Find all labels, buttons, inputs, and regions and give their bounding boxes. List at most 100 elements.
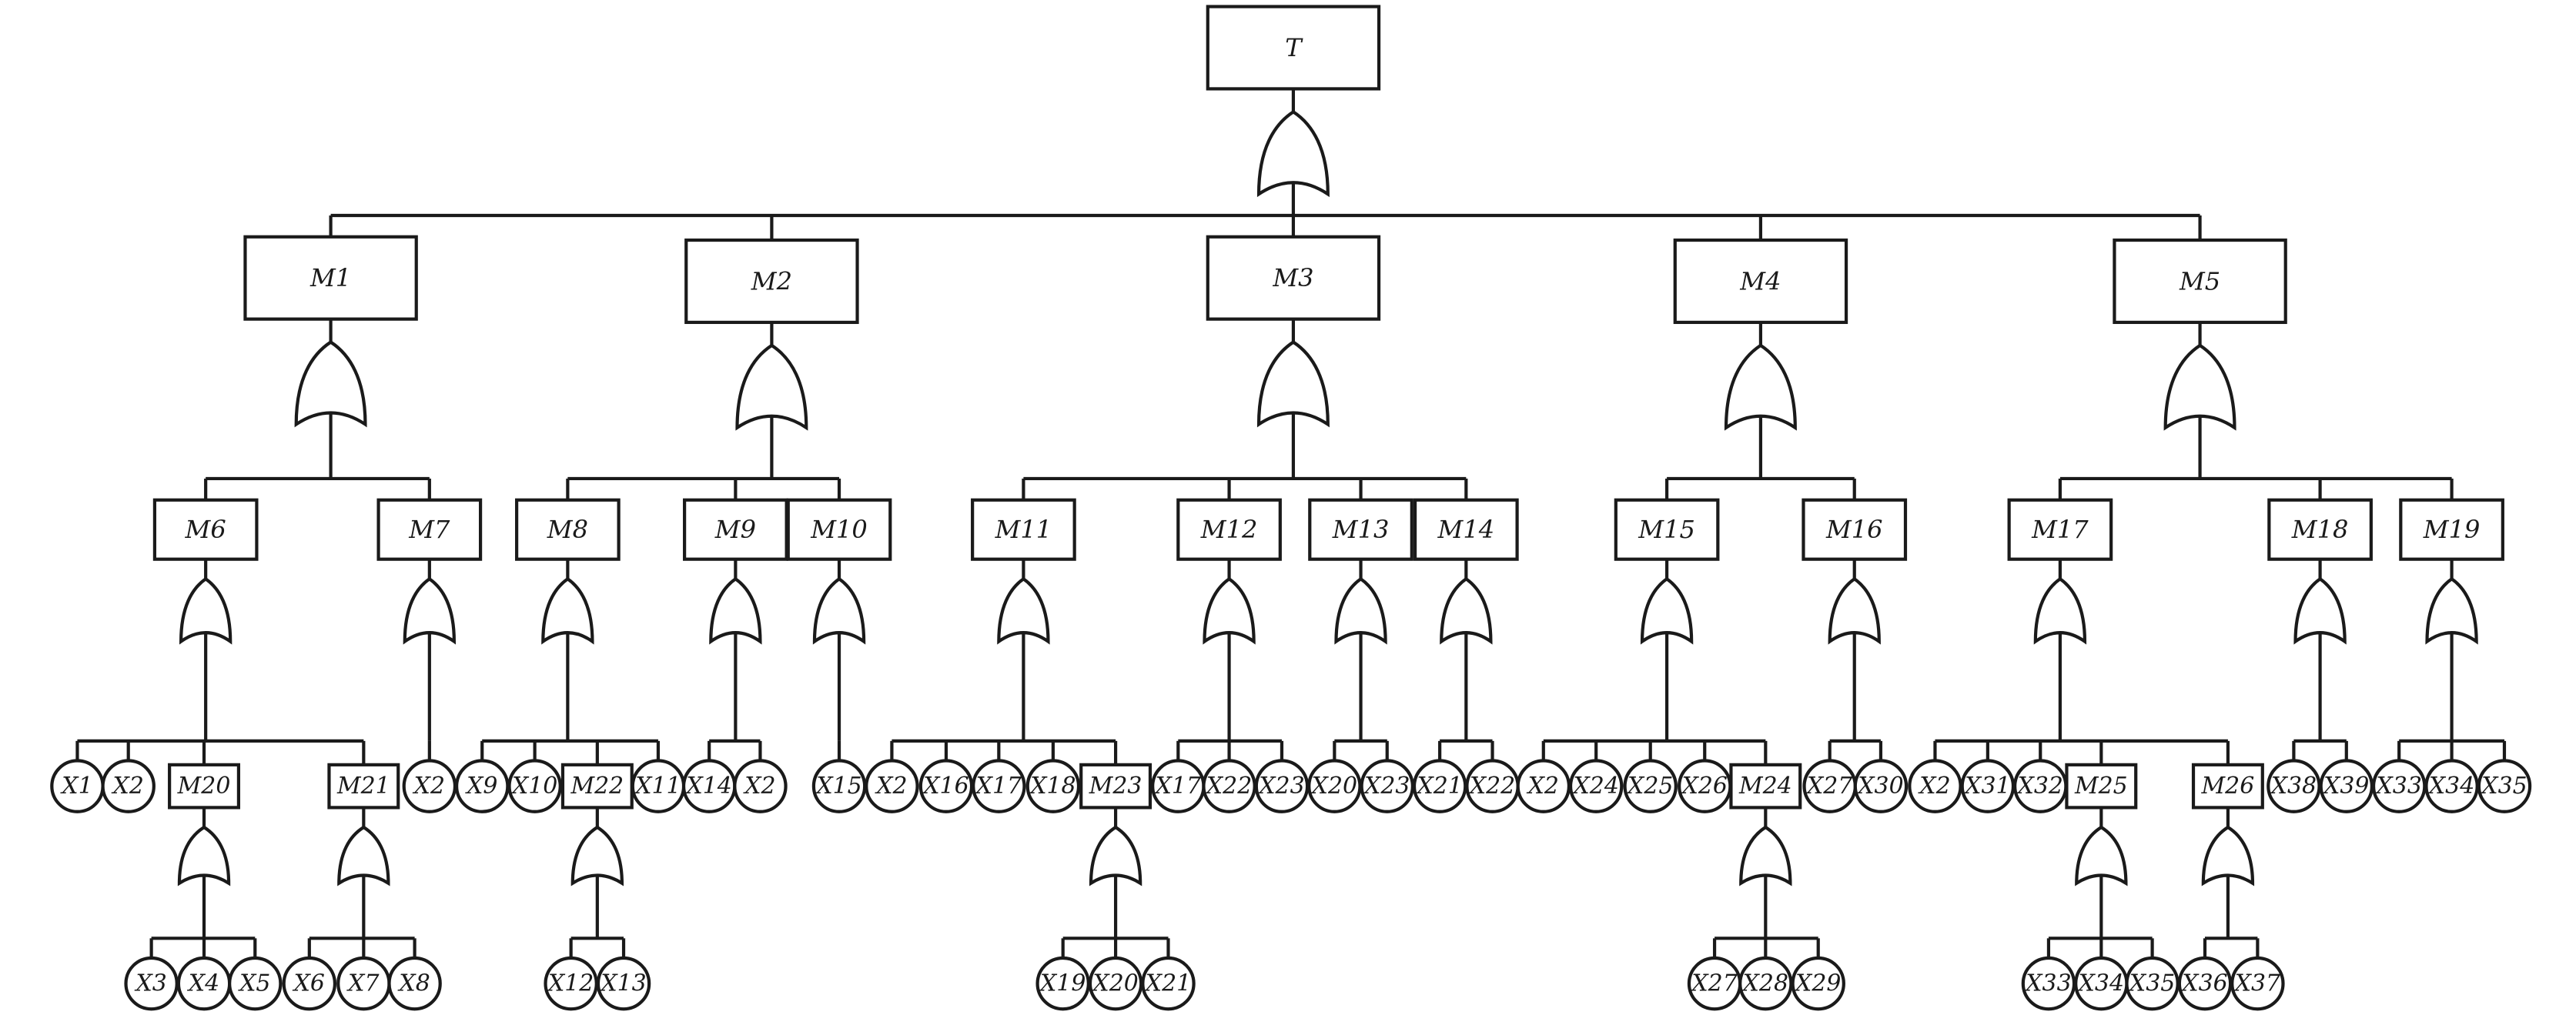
or-gate-icon — [2075, 825, 2128, 886]
basic-event-label-x20-m23: X20 — [1091, 970, 1138, 997]
event-label-m16: M16 — [1825, 515, 1883, 544]
basic-event-label-x10-m8: X10 — [510, 773, 557, 800]
basic-event-x32-m17 — [2013, 759, 2068, 813]
basic-event-label-x23-m12: X23 — [1257, 773, 1304, 800]
basic-event-x30-m16 — [1853, 759, 1909, 813]
event-box-m1 — [243, 235, 418, 321]
event-box-m10 — [786, 498, 892, 561]
basic-event-x2-m7 — [402, 759, 457, 813]
event-box-m2 — [684, 238, 859, 325]
basic-event-x22-m12 — [1202, 759, 1256, 813]
basic-event-x20-m23 — [1088, 956, 1143, 1011]
event-label-m20: M20 — [177, 773, 231, 800]
basic-event-label-x23-m13: X23 — [1363, 773, 1410, 800]
basic-event-x2-m15 — [1516, 759, 1571, 813]
basic-event-label-x14-m9: X14 — [684, 773, 731, 800]
basic-event-label-x1-m6: X1 — [60, 773, 92, 800]
basic-event-label-x29-m24: X29 — [1794, 970, 1841, 997]
basic-event-x16-m11 — [918, 759, 974, 813]
or-gate-icon — [2293, 576, 2347, 645]
basic-event-label-x28-m24: X28 — [1741, 970, 1788, 997]
basic-event-label-x17-m11: X17 — [975, 773, 1022, 800]
event-box-m20 — [168, 763, 241, 810]
basic-event-label-x2-m17: X2 — [1918, 773, 1950, 800]
basic-event-label-x20-m13: X20 — [1310, 773, 1357, 800]
basic-event-label-x30-m16: X30 — [1856, 773, 1903, 800]
or-gate-icon — [997, 576, 1050, 645]
event-label-m11: M11 — [995, 515, 1052, 544]
basic-event-label-x3-m20: X3 — [134, 970, 166, 997]
event-box-m13 — [1308, 498, 1413, 561]
or-gate-icon — [1334, 576, 1387, 645]
basic-event-label-x2-m6: X2 — [112, 773, 144, 800]
or-gate-icon — [2033, 576, 2087, 645]
event-label-m23: M23 — [1089, 773, 1142, 800]
basic-event-label-x33-m19: X33 — [2375, 773, 2422, 800]
basic-event-label-x33-m25: X33 — [2024, 970, 2071, 997]
or-gate-icon — [1828, 576, 1881, 645]
basic-event-label-x38-m18: X38 — [2270, 773, 2317, 800]
event-label-m8: M8 — [547, 515, 588, 544]
basic-event-x28-m24 — [1738, 956, 1793, 1011]
basic-event-x2-m9 — [733, 759, 788, 813]
event-box-m15 — [1614, 498, 1720, 561]
basic-event-x33-m25 — [2021, 956, 2076, 1011]
event-box-m16 — [1802, 498, 1908, 561]
event-label-m9: M9 — [714, 515, 756, 544]
or-gate-icon — [2163, 343, 2236, 431]
basic-event-label-x36-m26: X36 — [2180, 970, 2227, 997]
basic-event-label-x7-m21: X7 — [346, 970, 379, 997]
event-label-m2: M2 — [751, 266, 792, 295]
event-box-m3 — [1206, 235, 1381, 321]
basic-event-label-x13-m22: X13 — [599, 970, 646, 997]
or-gate-icon — [1724, 343, 1797, 431]
or-gate-icon — [1640, 576, 1694, 645]
or-gate-icon — [179, 576, 233, 645]
or-gate-icon — [337, 825, 390, 886]
basic-event-x23-m13 — [1360, 759, 1414, 813]
event-label-m17: M17 — [2031, 515, 2089, 544]
basic-event-label-x16-m11: X16 — [922, 773, 969, 800]
basic-event-x21-m23 — [1141, 956, 1196, 1011]
basic-event-label-x34-m19: X34 — [2427, 773, 2474, 800]
basic-event-label-x27-m24: X27 — [1690, 970, 1737, 997]
basic-event-x3-m20 — [124, 956, 179, 1011]
basic-event-label-x22-m12: X22 — [1205, 773, 1252, 800]
basic-event-label-x21-m23: X21 — [1144, 970, 1191, 997]
basic-event-x5-m20 — [228, 956, 283, 1011]
event-label-m19: M19 — [2423, 515, 2481, 544]
basic-event-label-x2-m15: X2 — [1527, 773, 1559, 800]
or-gate-icon — [1440, 576, 1493, 645]
event-box-m8 — [515, 498, 621, 561]
basic-event-label-x24-m15: X24 — [1572, 773, 1619, 800]
event-box-m5 — [2113, 238, 2287, 325]
basic-event-x31-m17 — [1960, 759, 2016, 813]
or-gate-icon — [294, 340, 367, 428]
or-gate-icon — [570, 825, 624, 886]
or-gate-icon — [1203, 576, 1256, 645]
basic-event-label-x37-m26: X37 — [2233, 970, 2280, 997]
event-label-m6: M6 — [185, 515, 226, 544]
basic-event-x15-m10 — [811, 759, 867, 813]
or-gate-icon — [403, 576, 456, 645]
event-box-m6 — [152, 498, 259, 561]
or-gate-icon — [735, 343, 808, 431]
basic-event-label-x18-m11: X18 — [1029, 773, 1076, 800]
basic-event-label-x5-m20: X5 — [238, 970, 270, 997]
basic-event-label-x17-m12: X17 — [1154, 773, 1201, 800]
basic-event-label-x34-m25: X34 — [2077, 970, 2124, 997]
event-box-m18 — [2267, 498, 2373, 561]
event-box-t — [1206, 5, 1381, 91]
or-gate-icon — [541, 576, 594, 645]
or-gate-icon — [2201, 825, 2255, 886]
basic-event-x9-m8 — [455, 759, 510, 813]
event-label-m5: M5 — [2179, 266, 2220, 295]
basic-event-x13-m22 — [596, 956, 651, 1011]
basic-event-x33-m19 — [2371, 759, 2427, 813]
basic-event-label-x9-m8: X9 — [465, 773, 497, 800]
event-box-m26 — [2191, 763, 2264, 810]
or-gate-icon — [812, 576, 866, 645]
or-gate-icon — [709, 576, 762, 645]
event-box-m21 — [327, 763, 400, 810]
